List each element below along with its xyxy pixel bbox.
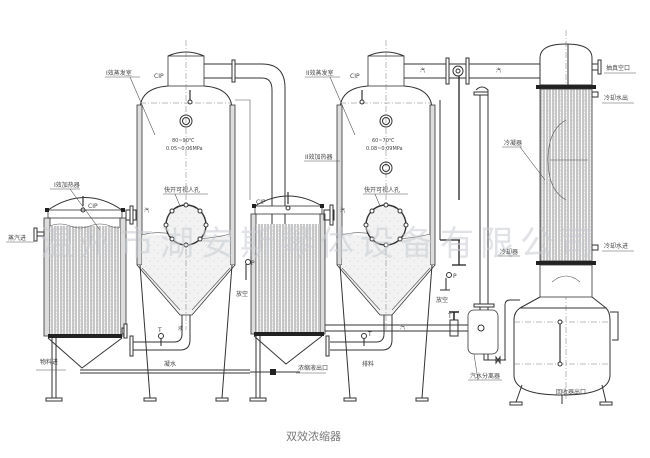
labels: I效加热器 CIP CIP CIP CIP I效蒸发室 II效蒸发室 II效加热… — [6, 64, 636, 396]
label-vacuum-outlet: 抽真空口 — [606, 64, 630, 72]
watermark: 温州市湖安斯琴体设备有限公司 — [40, 224, 600, 264]
manhole-2 — [363, 202, 409, 248]
label-condenser: 冷凝器 — [504, 139, 522, 147]
vapor-pipe-1 — [204, 59, 286, 250]
label-cip-2: CIP — [154, 73, 164, 80]
evaporator-1 — [136, 40, 236, 402]
heater-2 — [249, 192, 335, 402]
label-evaporator-2: II效蒸发室 — [306, 69, 334, 77]
label-flow-1: 汽 — [144, 207, 149, 214]
label-drain: 排料 — [362, 360, 374, 368]
label-flow-6: 液 — [178, 325, 183, 332]
label-flow-3: 汽 — [420, 67, 425, 74]
label-flow-5: 汽 — [400, 324, 405, 331]
label-feed-inlet: 物料进 — [40, 358, 58, 366]
label-cip-4: CIP — [350, 73, 360, 80]
label-heater-2: II效加热器 — [305, 153, 333, 161]
steam-water-separator — [467, 303, 506, 365]
label-heater-1: I效加热器 — [54, 181, 80, 189]
diagram-title: 双效浓缩器 — [286, 429, 341, 443]
label-evaporator-1: I效蒸发室 — [106, 69, 132, 77]
label-cooling-water-out: 冷却水出 — [604, 94, 628, 102]
label-manhole-1: 快开可视人孔 — [164, 186, 200, 194]
evaporator-2 — [336, 40, 436, 402]
label-temp-1: 80~90℃ — [172, 138, 195, 144]
heater-1-cone — [47, 337, 123, 369]
label-separator: 汽水分离器 — [470, 372, 500, 380]
label-concentrate-outlet: 浓缩液出口 — [298, 364, 328, 372]
label-press-1: 0.05~0.06MPa — [166, 146, 203, 152]
label-gauge-p-2: P — [453, 273, 457, 280]
label-gauge-t-1: T — [157, 327, 162, 334]
label-condensate: 凝水 — [164, 360, 176, 368]
label-vent-1: 放空 — [236, 290, 248, 298]
label-press-2: 0.08~0.09MPa — [366, 146, 403, 152]
label-gauge-t-2: T — [367, 331, 372, 338]
manhole-1 — [163, 202, 209, 248]
label-cip-3: CIP — [256, 199, 266, 206]
label-manhole-2: 快开可视人孔 — [364, 186, 400, 194]
heater-1 — [33, 196, 137, 402]
label-gauge-t-3: T — [447, 313, 452, 320]
label-steam-inlet: 蒸汽进 — [8, 234, 26, 242]
label-gauge-p-1: P — [251, 260, 255, 267]
vapor-pipe-2 — [404, 57, 540, 360]
label-cip-1: CIP — [88, 203, 98, 210]
label-vent-2: 放空 — [436, 296, 448, 304]
bottom-piping — [80, 259, 468, 375]
label-temp-2: 60~70℃ — [372, 138, 395, 144]
label-cooling-water-in: 冷却水进 — [604, 242, 628, 250]
label-receiver-outlet: 回收器出口 — [556, 388, 586, 396]
label-cooler: 冷却器 — [500, 248, 518, 256]
heater-1-tube-bundle — [50, 226, 120, 334]
condenser — [504, 30, 619, 406]
label-flow-4: 汽 — [496, 67, 501, 74]
label-flow-2: 汽 — [340, 207, 345, 214]
heater-1-dome — [47, 197, 123, 211]
